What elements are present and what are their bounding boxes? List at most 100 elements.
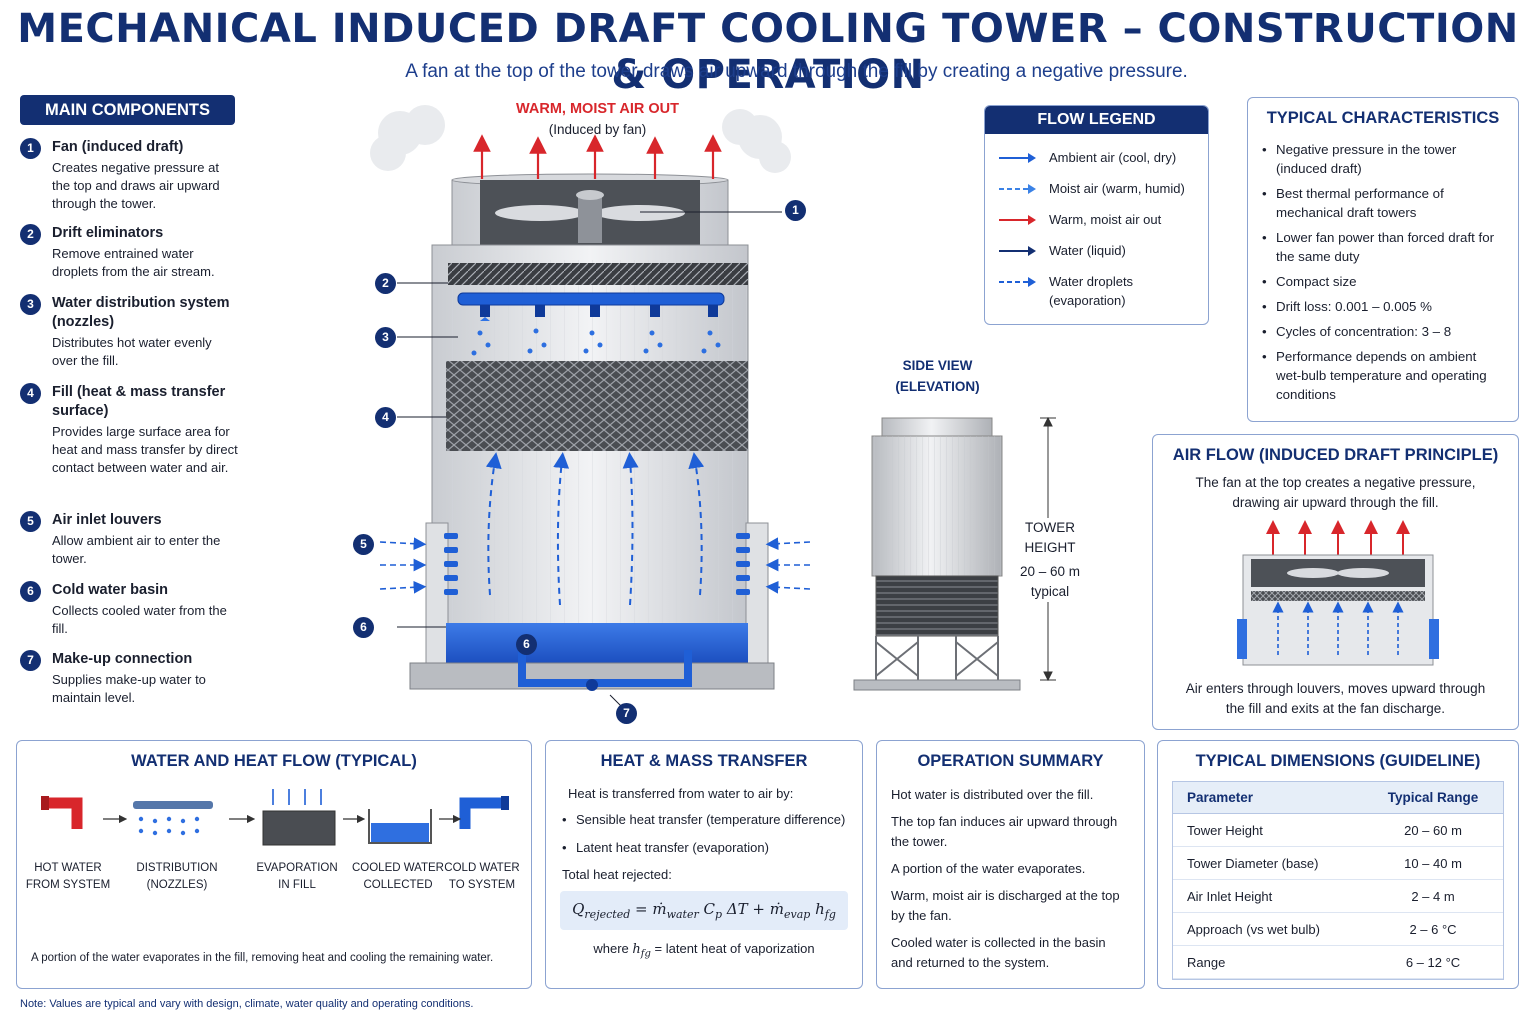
tower-cutaway-diagram <box>370 105 811 708</box>
dimensions-heading: TYPICAL DIMENSIONS (GUIDELINE) <box>1195 752 1481 770</box>
footnote: Note: Values are typical and vary with d… <box>20 998 474 1010</box>
legend-arrow-icon <box>999 277 1036 287</box>
characteristic-item: Lower fan power than forced draft for th… <box>1262 228 1504 266</box>
airflow-top-text: The fan at the top creates a negative pr… <box>1195 475 1476 510</box>
stage-line1: HOT WATER <box>34 862 102 874</box>
component-title: Drift eliminators <box>52 225 164 241</box>
callout-6: 6 <box>353 617 374 638</box>
makeup-pipe <box>518 650 692 687</box>
stage-line1: DISTRIBUTION <box>136 862 218 874</box>
legend-label: Moist air (warm, humid) <box>1049 181 1185 196</box>
tower-height-line2: HEIGHT <box>1024 540 1076 555</box>
component-title: Cold water basin <box>52 582 169 598</box>
total-heat-label: Total heat rejected: <box>562 867 672 882</box>
operation-panel: OPERATION SUMMARY Hot water is distribut… <box>876 740 1145 989</box>
legend-arrow-icon <box>999 184 1036 194</box>
characteristics-heading: TYPICAL CHARACTERISTICS <box>1266 109 1500 127</box>
heat-mass-panel: HEAT & MASS TRANSFER Heat is transferred… <box>545 740 863 989</box>
components-heading: MAIN COMPONENTS <box>20 95 235 125</box>
page-subtitle: A fan at the top of the tower draws air … <box>405 61 1188 82</box>
component-description: Remove entrained water droplets from the… <box>52 246 215 279</box>
evaporation-fill-icon <box>262 789 336 846</box>
legend-arrow-icon <box>999 215 1036 225</box>
component-description: Allow ambient air to enter the tower. <box>52 533 221 566</box>
characteristic-item: Compact size <box>1262 272 1504 291</box>
operation-heading: OPERATION SUMMARY <box>917 752 1104 770</box>
dimension-parameter: Tower Height <box>1173 813 1364 847</box>
table-row: Tower Diameter (base)10 – 40 m <box>1173 846 1503 880</box>
side-view-louvers <box>875 575 999 637</box>
stage-line2: IN FILL <box>278 879 316 891</box>
component-title: Water distribution system (nozzles) <box>52 295 230 330</box>
airflow-heading: AIR FLOW (INDUCED DRAFT PRINCIPLE) <box>1172 446 1499 464</box>
water-flow-icons <box>41 789 509 846</box>
dimension-range: 20 – 60 m <box>1363 813 1503 847</box>
inlet-air-arrows <box>379 537 811 594</box>
drift-eliminators <box>448 263 748 285</box>
characteristics-panel: TYPICAL CHARACTERISTICS Negative pressur… <box>1247 97 1519 422</box>
tower-height-line1: TOWER <box>1025 520 1075 535</box>
hot-water-pipe-icon <box>41 796 83 829</box>
characteristics-list: Negative pressure in the tower (induced … <box>1262 140 1504 404</box>
stage-line2: TO SYSTEM <box>448 879 516 891</box>
tower-height-range: 20 – 60 m <box>1019 564 1081 579</box>
characteristic-item: Negative pressure in the tower (induced … <box>1262 140 1504 178</box>
operation-step: Warm, moist air is discharged at the top… <box>891 888 1120 923</box>
component-number: 1 <box>20 138 41 159</box>
operation-step: Hot water is distributed over the fill. <box>891 787 1094 802</box>
airflow-panel: AIR FLOW (INDUCED DRAFT PRINCIPLE) The f… <box>1152 434 1519 730</box>
where-suffix: = latent heat of vaporization <box>654 941 815 956</box>
callout-4: 4 <box>375 407 396 428</box>
cold-water-basin <box>446 623 748 663</box>
fill-pack <box>446 361 748 451</box>
callout-7: 7 <box>616 703 637 724</box>
dimensions-col-parameter: Parameter <box>1173 782 1364 814</box>
flow-stage-label: DISTRIBUTION (NOZZLES) <box>122 860 232 894</box>
tower-height-note: typical <box>1030 584 1070 599</box>
heat-transfer-bullet: Latent heat transfer (evaporation) <box>562 838 852 857</box>
callout-1: 1 <box>785 200 806 221</box>
component-title: Air inlet louvers <box>52 512 162 528</box>
heat-mass-bullets: Sensible heat transfer (temperature diff… <box>562 810 852 857</box>
operation-step: Cooled water is collected in the basin a… <box>891 935 1106 970</box>
dimension-range: 6 – 12 °C <box>1363 945 1503 979</box>
component-title: Make-up connection <box>52 651 193 667</box>
component-number: 2 <box>20 224 41 245</box>
dimension-parameter: Air Inlet Height <box>1173 879 1364 913</box>
characteristic-item: Drift loss: 0.001 – 0.005 % <box>1262 297 1504 316</box>
page-title: MECHANICAL INDUCED DRAFT COOLING TOWER –… <box>17 6 1519 98</box>
dimension-parameter: Tower Diameter (base) <box>1173 846 1364 880</box>
operation-step: The top fan induces air upward through t… <box>891 814 1118 849</box>
stage-line2: (NOZZLES) <box>146 879 208 891</box>
callout-3: 3 <box>375 327 396 348</box>
characteristic-item: Best thermal performance of mechanical d… <box>1262 184 1504 222</box>
callout-2: 2 <box>375 273 396 294</box>
legend-label: Ambient air (cool, dry) <box>1049 150 1177 165</box>
fan-icon <box>495 190 685 243</box>
flow-legend-panel: FLOW LEGEND Ambient air (cool, dry) Moist… <box>984 105 1209 325</box>
foundation <box>409 662 775 690</box>
dimension-parameter: Approach (vs wet bulb) <box>1173 912 1364 946</box>
side-view-label: SIDE VIEW (ELEVATION) <box>870 355 1005 397</box>
tower-height-annotation: TOWER HEIGHT 20 – 60 m typical <box>1010 518 1090 602</box>
component-number: 5 <box>20 511 41 532</box>
component-title: Fan (induced draft) <box>52 139 184 155</box>
component-number: 7 <box>20 650 41 671</box>
heat-rejection-formula: Qrejected = ṁwater Cp ΔT + ṁevap hfg <box>560 891 848 930</box>
operation-step: A portion of the water evaporates. <box>891 861 1086 876</box>
formula-where: where hfg = latent heat of vaporization <box>593 941 815 960</box>
heat-mass-intro: Heat is transferred from water to air by… <box>568 786 794 801</box>
stage-line2: COLLECTED <box>363 879 433 891</box>
heat-transfer-bullet: Sensible heat transfer (temperature diff… <box>562 810 852 829</box>
flow-legend-heading: FLOW LEGEND <box>985 106 1208 134</box>
side-view-line1: SIDE VIEW <box>902 358 973 373</box>
